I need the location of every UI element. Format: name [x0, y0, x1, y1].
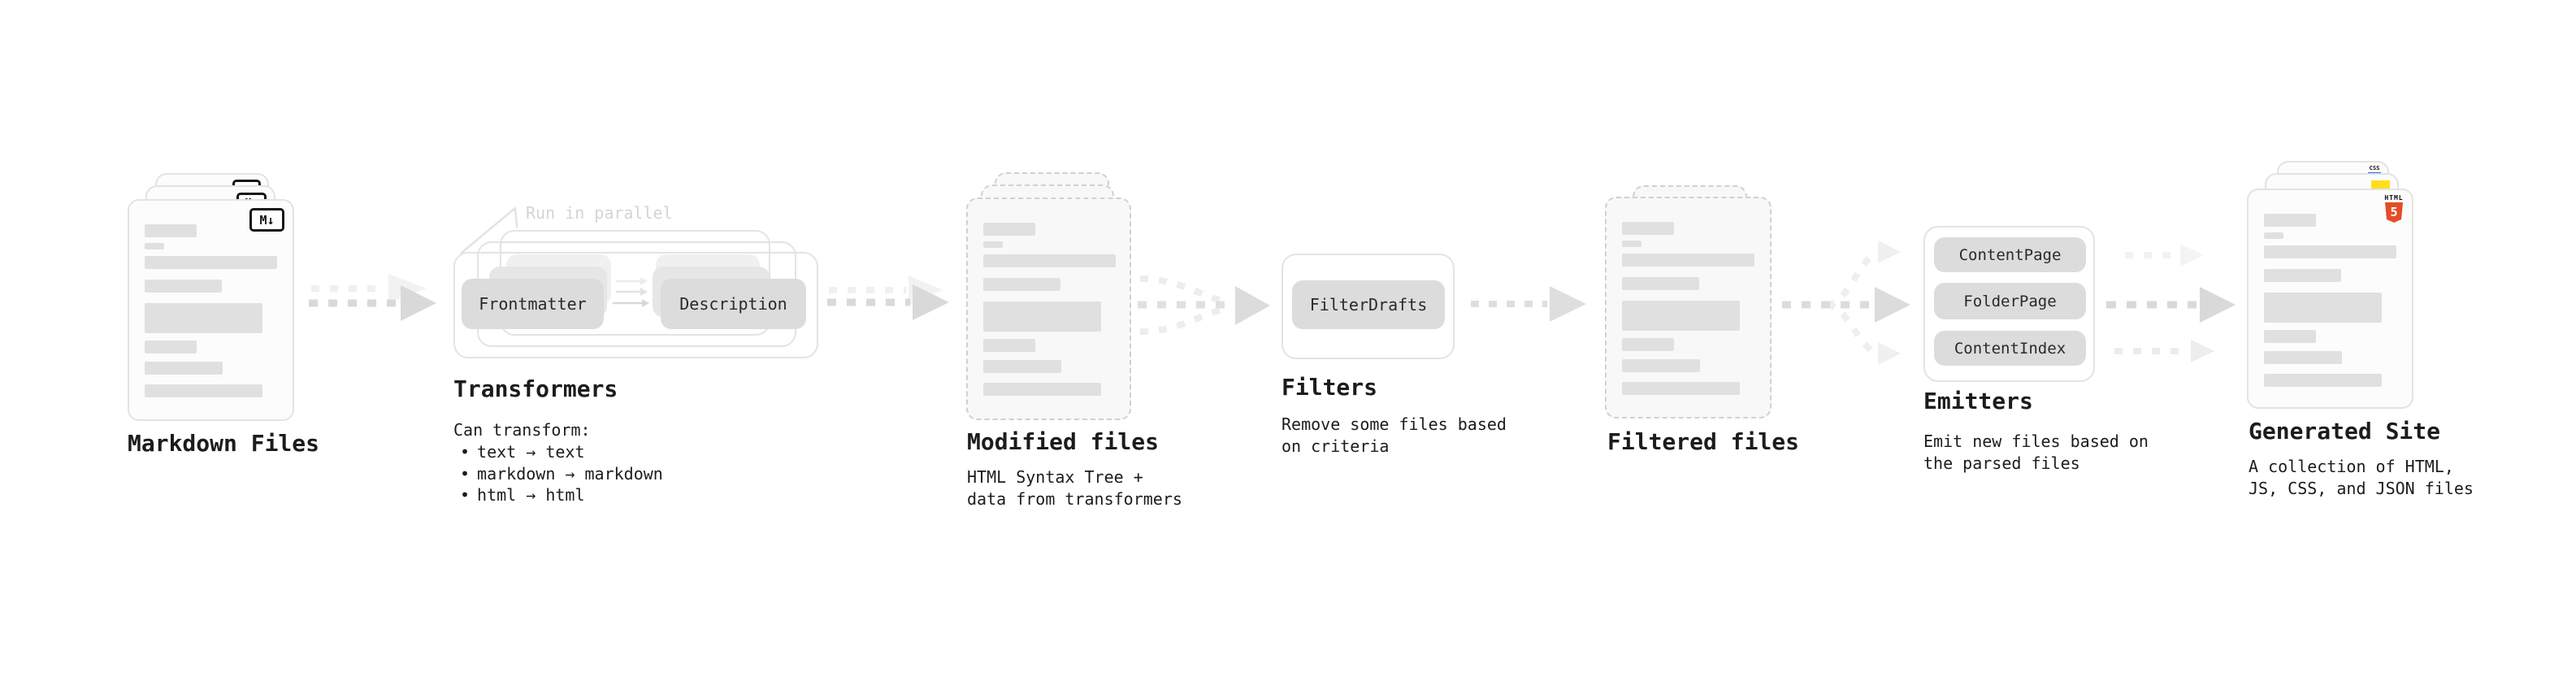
- text-placeholder-bar: [145, 340, 197, 354]
- bullet-item: • html → html: [460, 484, 663, 506]
- node-description: Description: [661, 279, 806, 329]
- text-placeholder-bar: [983, 339, 1035, 352]
- text-placeholder-bar: [2264, 374, 2382, 387]
- text-placeholder-lines: [1607, 198, 1770, 417]
- node-filterdrafts: FilterDrafts: [1292, 280, 1445, 329]
- bullet-marker: •: [460, 442, 471, 462]
- text-placeholder-bar: [2264, 214, 2316, 227]
- text-placeholder-bar: [983, 301, 1101, 332]
- arrow-emitters-to-generated: [2106, 244, 2236, 362]
- node-folderpage: FolderPage: [1934, 283, 2086, 319]
- text-placeholder-bar: [983, 223, 1035, 236]
- text-placeholder-bar: [145, 280, 222, 293]
- run-in-parallel-annotation: Run in parallel: [526, 203, 673, 223]
- text-placeholder-bar: [983, 360, 1061, 373]
- emitters-subtitle: Emit new files based on the parsed files: [1923, 432, 2149, 473]
- text-placeholder-bar: [1622, 359, 1700, 372]
- text-placeholder-bar: [1622, 241, 1641, 247]
- emitters-container: [1923, 226, 2095, 382]
- arrow-markdown-to-transformers: [309, 274, 436, 321]
- text-placeholder-bar: [2264, 232, 2283, 239]
- modified-doc-front: [966, 197, 1131, 420]
- markdown-doc-front: M↓: [128, 199, 294, 421]
- text-placeholder-bar: [145, 224, 197, 237]
- arrow-modified-to-filters-merge: [1138, 275, 1270, 335]
- text-placeholder-lines: [968, 199, 1130, 419]
- text-placeholder-bar: [983, 278, 1060, 291]
- transformers-bullet-list: • text → text • markdown → markdown • ht…: [460, 441, 663, 506]
- bullet-marker: •: [460, 463, 471, 484]
- html5-label: HTML: [2384, 194, 2404, 202]
- markdown-icon: M↓: [249, 208, 284, 232]
- filters-subtitle: Remove some files based on criteria: [1281, 414, 1507, 456]
- text-placeholder-bar: [145, 256, 277, 269]
- text-placeholder-bar: [145, 384, 262, 397]
- text-placeholder-bar: [2264, 245, 2396, 258]
- text-placeholder-bar: [1622, 222, 1674, 235]
- bullet-item: • markdown → markdown: [460, 463, 663, 485]
- text-placeholder-bar: [145, 243, 164, 249]
- parallel-mini-arrows: [613, 277, 649, 307]
- stage-title-filters: Filters: [1281, 374, 1378, 401]
- stage-title-filtered-files: Filtered files: [1607, 428, 1800, 455]
- node-contentindex: ContentIndex: [1934, 331, 2086, 366]
- html5-shield: 5: [2385, 202, 2403, 223]
- generated-site-subtitle: A collection of HTML, JS, CSS, and JSON …: [2249, 457, 2474, 498]
- stage-title-transformers: Transformers: [453, 375, 618, 402]
- text-placeholder-bar: [2264, 351, 2342, 364]
- arrow-filtered-to-emitters-split: [1782, 241, 1910, 365]
- annotation-leader-line: [460, 206, 518, 254]
- text-placeholder-bar: [2264, 269, 2341, 282]
- text-placeholder-bar: [145, 303, 262, 333]
- text-placeholder-bar: [1622, 301, 1740, 331]
- text-placeholder-bar: [983, 241, 1003, 248]
- text-placeholder-bar: [1622, 338, 1674, 351]
- generated-doc-html: HTML 5: [2247, 189, 2413, 409]
- bullet-text: html → html: [477, 485, 585, 505]
- bullet-text: text → text: [477, 442, 585, 462]
- arrow-filters-to-filtered: [1471, 286, 1586, 322]
- transformer-layer-front: [453, 252, 818, 358]
- bullet-item: • text → text: [460, 441, 663, 463]
- stage-title-modified-files: Modified files: [967, 428, 1160, 455]
- bullet-text: markdown → markdown: [477, 463, 663, 484]
- text-placeholder-bar: [1622, 382, 1740, 395]
- stage-title-emitters: Emitters: [1923, 388, 2033, 414]
- arrow-transformers-to-modified: [827, 275, 949, 320]
- stage-title-markdown-files: Markdown Files: [128, 430, 320, 457]
- text-placeholder-bar: [983, 254, 1116, 267]
- text-placeholder-lines: [2249, 190, 2412, 407]
- text-placeholder-bar: [145, 362, 223, 375]
- stage-title-generated-site: Generated Site: [2249, 418, 2441, 445]
- text-placeholder-bar: [2264, 330, 2316, 343]
- filters-container: [1281, 254, 1455, 359]
- text-placeholder-bar: [1622, 254, 1754, 267]
- node-frontmatter: Frontmatter: [462, 279, 604, 329]
- text-placeholder-lines: [129, 201, 293, 419]
- node-contentpage: ContentPage: [1934, 237, 2086, 272]
- html5-icon: HTML 5: [2382, 194, 2406, 223]
- transformers-description-heading: Can transform:: [453, 420, 591, 440]
- bullet-marker: •: [460, 485, 471, 505]
- modified-files-subtitle: HTML Syntax Tree + data from transformer…: [967, 467, 1182, 509]
- text-placeholder-bar: [1622, 277, 1699, 290]
- text-placeholder-bar: [2264, 293, 2382, 323]
- css-label: CSS: [2369, 165, 2380, 171]
- filtered-doc-front: [1605, 197, 1772, 419]
- text-placeholder-bar: [983, 383, 1101, 396]
